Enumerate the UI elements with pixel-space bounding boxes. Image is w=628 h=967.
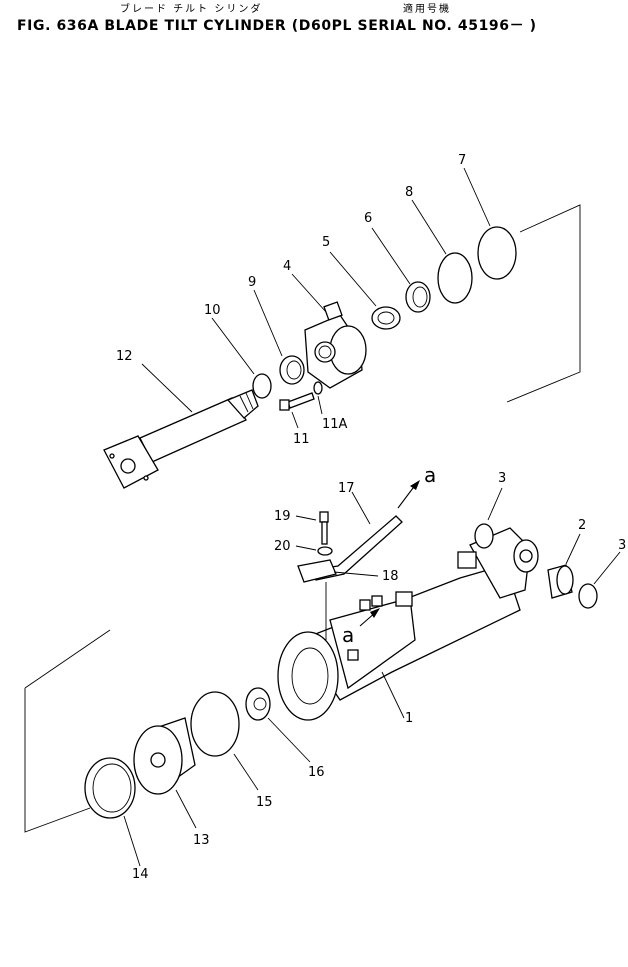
callout-13: 13	[193, 833, 210, 848]
callout-a-mid: a	[342, 623, 354, 647]
callout-20: 20	[274, 539, 291, 554]
part-18-clamp	[297, 559, 337, 583]
callout-2: 2	[578, 518, 586, 533]
callout-a-top: a	[424, 463, 436, 487]
callout-17: 17	[338, 481, 355, 496]
arrow-a-mid	[370, 608, 380, 618]
japanese-title: ブレード チルト シリンダ	[120, 4, 263, 15]
part-7-o-ring	[477, 226, 517, 280]
part-1-cylinder-tube	[277, 527, 539, 721]
callout-6: 6	[364, 211, 372, 226]
part-11a-washer	[313, 381, 323, 395]
part-6-seal	[405, 281, 431, 313]
part-11-bolt	[279, 392, 315, 411]
callout-11a: 11A	[322, 417, 348, 432]
callout-19: 19	[274, 509, 291, 524]
leader-lines	[123, 167, 621, 867]
japanese-applicable-model: 適用号機	[403, 4, 451, 15]
bracket-lower-top	[24, 629, 111, 689]
part-15-wear-ring	[190, 691, 240, 757]
callout-15: 15	[256, 795, 273, 810]
part-16-nut	[245, 687, 271, 721]
part-12-piston-rod	[103, 389, 259, 489]
figure-header: ブレード チルト シリンダ 適用号機 FIG. 636A BLADE TILT …	[0, 0, 628, 40]
bracket-lower	[24, 688, 91, 833]
callout-12: 12	[116, 349, 133, 364]
callout-7: 7	[458, 153, 466, 168]
arrow-a-top	[410, 480, 420, 490]
part-20-washer	[317, 546, 333, 556]
callout-16: 16	[308, 765, 325, 780]
part-14-seal-ring	[84, 757, 136, 819]
callout-4: 4	[283, 259, 291, 274]
part-8-backup-ring	[437, 252, 473, 304]
part-3-dust-seal-lower	[578, 583, 598, 609]
callout-5: 5	[322, 235, 330, 250]
part-2-bushing	[547, 564, 574, 599]
part-13-piston	[133, 717, 196, 795]
part-19-bolt	[319, 511, 329, 545]
callout-14: 14	[132, 867, 149, 882]
part-4-cylinder-head	[304, 301, 367, 389]
callout-11: 11	[293, 432, 310, 447]
figure-title: FIG. 636A BLADE TILT CYLINDER (D60PL SER…	[17, 18, 537, 34]
callout-3-upper: 3	[498, 471, 506, 486]
part-17-pipe	[311, 515, 403, 581]
part-5-bushing	[371, 306, 401, 330]
part-3-dust-seal-upper	[474, 523, 494, 549]
bracket-upper	[506, 204, 581, 403]
callout-8: 8	[405, 185, 413, 200]
callout-3-lower: 3	[618, 538, 626, 553]
callout-10: 10	[204, 303, 221, 318]
callout-18: 18	[382, 569, 399, 584]
callout-1: 1	[405, 711, 413, 726]
part-10-ring	[252, 373, 272, 399]
part-9-bushing	[279, 355, 305, 385]
callout-9: 9	[248, 275, 256, 290]
